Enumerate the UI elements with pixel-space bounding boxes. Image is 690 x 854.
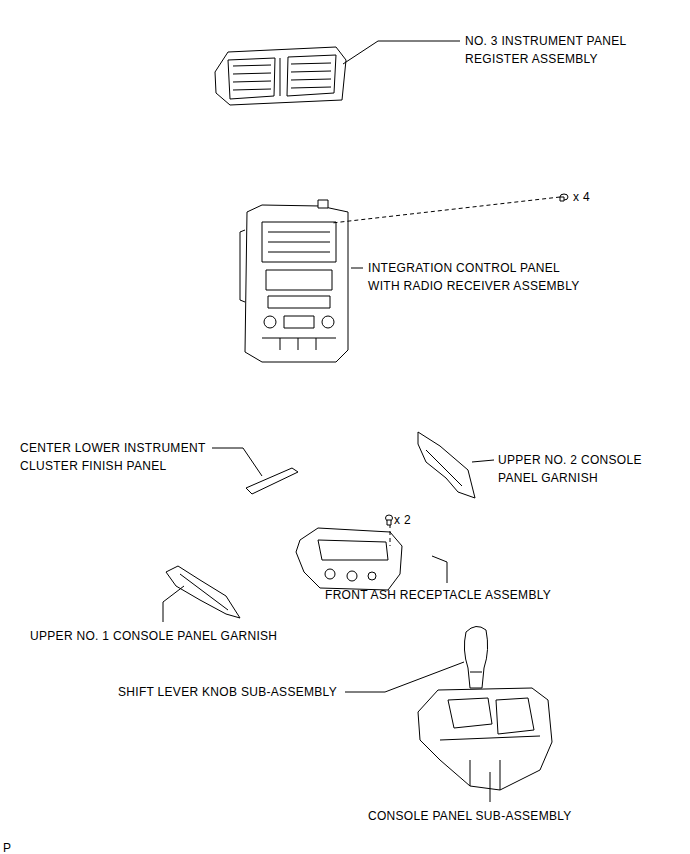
leader-line — [212, 448, 262, 476]
screw-icon — [386, 515, 393, 525]
leader-line — [490, 772, 491, 802]
control-panel-drawing — [240, 200, 348, 362]
finish-panel-drawing — [246, 468, 298, 494]
leader-line — [472, 460, 494, 462]
quantity-label: x 2 — [394, 511, 411, 529]
quantity-label: x 4 — [573, 188, 590, 206]
part-label: UPPER NO. 1 CONSOLE PANEL GARNISH — [30, 627, 277, 645]
leader-line — [432, 556, 447, 583]
figure-code: P — [3, 839, 11, 854]
part-label: INTEGRATION CONTROL PANEL WITH RADIO REC… — [368, 259, 593, 295]
leader-line — [345, 662, 464, 692]
leader-line — [343, 41, 460, 64]
part-label: UPPER NO. 2 CONSOLE PANEL GARNISH — [498, 451, 663, 487]
console-panel-drawing — [418, 688, 552, 790]
shift-knob-drawing — [464, 626, 487, 688]
ash-receptacle-drawing — [296, 528, 402, 590]
leader-line — [163, 586, 184, 622]
part-label: FRONT ASH RECEPTACLE ASSEMBLY — [325, 586, 551, 604]
part-label: SHIFT LEVER KNOB SUB-ASSEMBLY — [118, 683, 337, 701]
garnish-drawing — [166, 566, 240, 618]
garnish-drawing — [418, 432, 475, 498]
screw-icon — [560, 194, 568, 201]
register-drawing — [215, 47, 346, 105]
part-label: NO. 3 INSTRUMENT PANEL REGISTER ASSEMBLY — [465, 32, 650, 68]
leader-line — [351, 268, 363, 269]
screw-line — [332, 197, 560, 223]
screw-line — [390, 524, 391, 546]
part-label: CONSOLE PANEL SUB-ASSEMBLY — [368, 807, 572, 825]
part-label: CENTER LOWER INSTRUMENT CLUSTER FINISH P… — [20, 439, 220, 475]
